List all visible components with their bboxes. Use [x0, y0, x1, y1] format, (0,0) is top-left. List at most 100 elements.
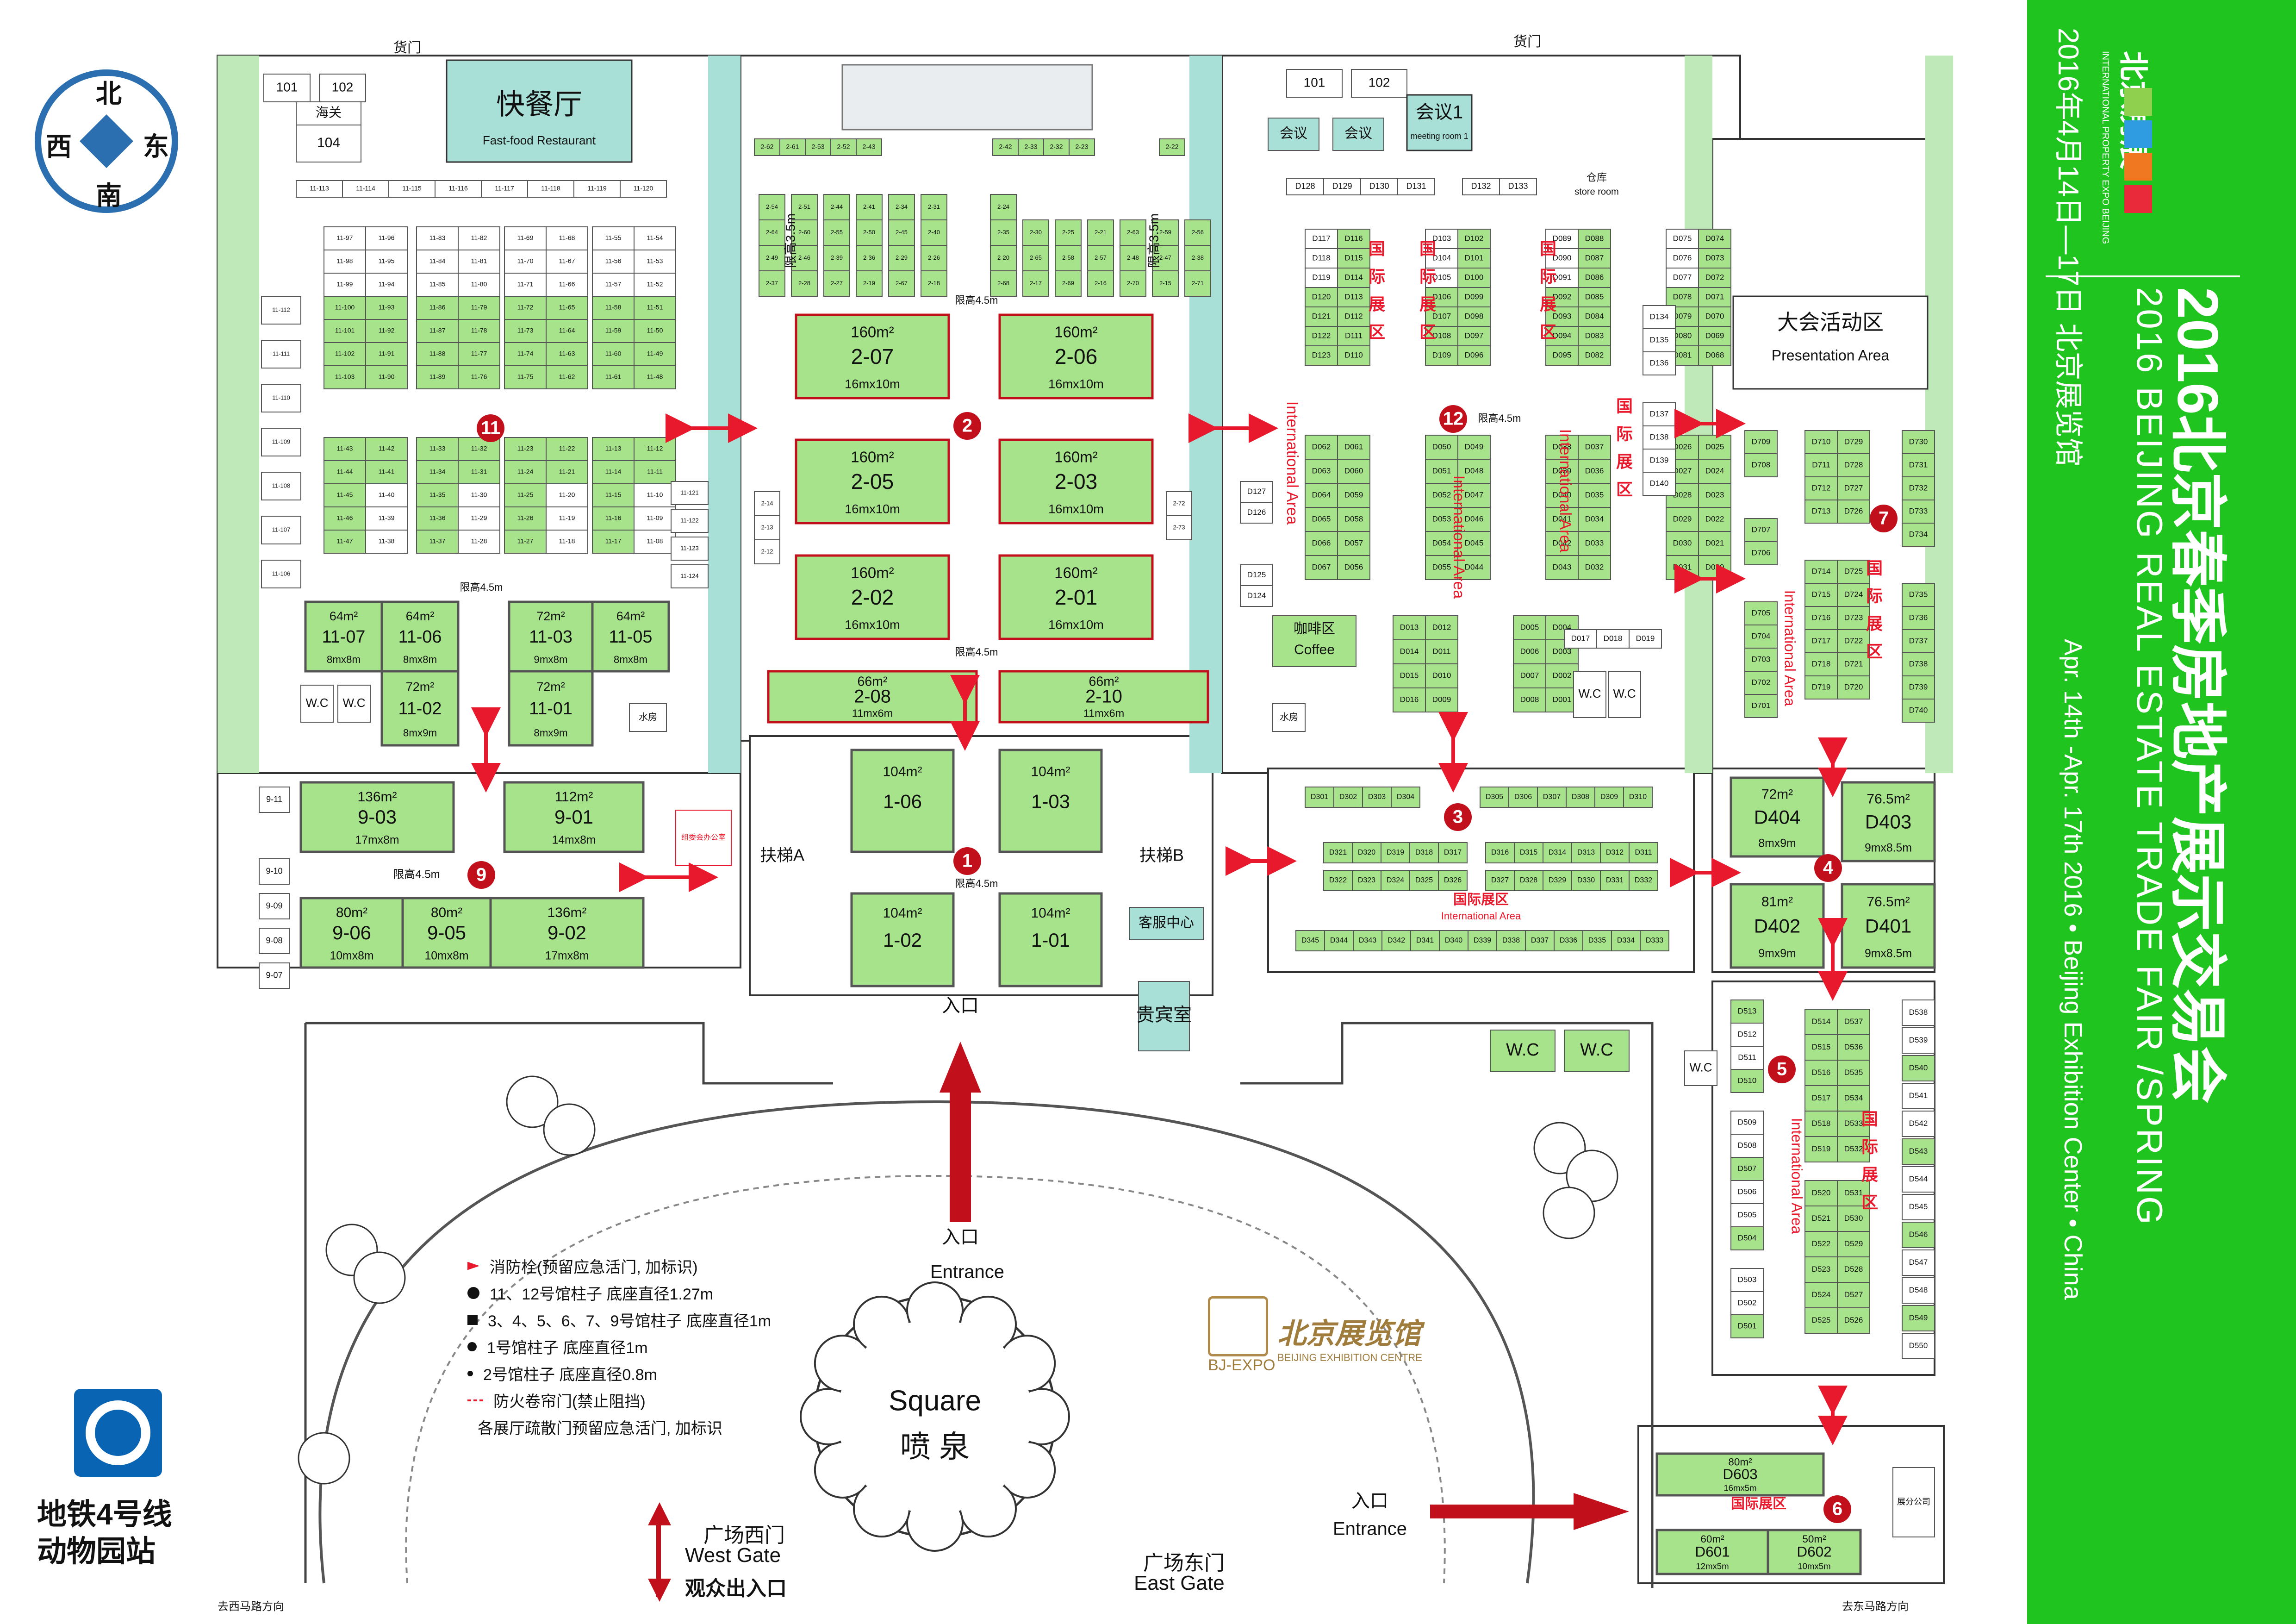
booth-label: 2-22 — [1165, 143, 1178, 150]
booth — [1166, 515, 1192, 540]
booth — [365, 273, 408, 297]
booth-label: 2-38 — [1192, 254, 1204, 261]
booth-D602 — [1767, 1529, 1862, 1575]
booth — [1902, 1138, 1935, 1165]
booth — [1337, 326, 1370, 346]
booth — [1055, 219, 1082, 246]
plaza-arc-inner — [405, 1174, 1446, 1584]
booth-label: D089 — [1553, 234, 1572, 243]
booth-label: 11-47 — [337, 537, 353, 545]
booth-label: D719 — [1812, 682, 1831, 691]
booth — [1902, 999, 1935, 1026]
booth-label: 11-122 — [680, 517, 699, 524]
booth-label: 2-33 — [1024, 143, 1037, 150]
booth-label: 11-124 — [680, 572, 699, 579]
logo-icon-4 — [2124, 185, 2152, 213]
booth-label: D541 — [1909, 1091, 1928, 1100]
booth-label: D028 — [1673, 490, 1692, 499]
booth-label: D705 — [1752, 608, 1771, 617]
booth-label: D016 — [1400, 695, 1419, 704]
booth-label: D514 — [1812, 1017, 1831, 1026]
booth-label: D125 — [1247, 570, 1266, 579]
booth — [1902, 652, 1935, 676]
booth — [1902, 1055, 1935, 1081]
booth — [1804, 1206, 1838, 1232]
booth-label: D306 — [1514, 793, 1532, 801]
booth — [1744, 601, 1778, 625]
booth-label: 11-76 — [471, 373, 487, 381]
booth — [261, 340, 301, 369]
booth — [458, 226, 500, 250]
legend-marker-big-icon — [467, 1287, 479, 1299]
booth-label: D501 — [1738, 1321, 1757, 1330]
booth — [1397, 178, 1435, 195]
booth-label: D509 — [1738, 1118, 1757, 1126]
booth — [990, 270, 1017, 297]
booth-label: 11-97 — [337, 234, 353, 242]
height-limit: 限高4.5m — [460, 581, 503, 593]
booth-label: 2-48 — [1127, 254, 1139, 261]
booth-label: 11-90 — [379, 373, 395, 381]
booth-label: D536 — [1844, 1043, 1863, 1051]
booth-dim: 9mx8.5m — [1865, 948, 1912, 960]
booth — [1462, 178, 1500, 195]
booth-label: 11-61 — [605, 373, 622, 381]
booth — [324, 319, 366, 343]
booth-label: 11-09 — [647, 514, 663, 522]
booth — [1457, 268, 1491, 288]
booth-label: D052 — [1432, 490, 1451, 499]
booth-id: D403 — [1865, 811, 1911, 832]
booth — [671, 509, 709, 533]
booth-label: 11-101 — [335, 327, 355, 334]
east-gate-cn: 广场东门 — [1143, 1552, 1225, 1574]
intl-area-cn: 展 — [1419, 295, 1436, 314]
booth-label: D098 — [1465, 312, 1484, 320]
booth — [1087, 219, 1114, 246]
booth-label: 2-28 — [798, 280, 810, 287]
intl-area-cn: 展 — [1616, 452, 1633, 471]
booth — [1698, 268, 1731, 288]
booth — [1837, 430, 1870, 454]
booth-label: D124 — [1247, 591, 1266, 600]
booth-label: 102 — [1369, 75, 1390, 89]
booth-label: D077 — [1673, 273, 1692, 281]
booth — [1744, 430, 1778, 454]
booth — [1902, 699, 1935, 723]
booth-label: 11-123 — [680, 544, 699, 551]
intl-area-cn: 国 — [1861, 1110, 1878, 1129]
booth — [1043, 138, 1070, 156]
booth-label: D063 — [1312, 466, 1331, 475]
booth-label: D701 — [1752, 701, 1771, 710]
legend-text: 3、4、5、6、7、9号馆柱子 底座直径1m — [488, 1312, 772, 1330]
logo-icon-2 — [2124, 120, 2152, 148]
booth-label: D528 — [1844, 1265, 1863, 1274]
booth-D401 — [1841, 883, 1936, 969]
booth-label: 2-37 — [766, 280, 778, 287]
booth-label: D340 — [1445, 937, 1462, 944]
booth-label: W.C — [305, 696, 328, 710]
booth-label: D343 — [1359, 937, 1376, 944]
booth-label: 11-62 — [559, 373, 575, 381]
booth-label: D075 — [1673, 234, 1692, 243]
booth — [1730, 999, 1764, 1024]
booth — [1730, 1314, 1764, 1338]
booth — [1425, 687, 1458, 712]
booth-label: D021 — [1705, 538, 1724, 547]
booth-label: 11-46 — [337, 514, 353, 522]
booth — [1600, 870, 1630, 891]
booth-label: D102 — [1465, 234, 1484, 243]
logo-sub: INTERNATIONAL PROPERTY EXPO BEIJING — [2100, 51, 2110, 244]
booth-label: 11-116 — [448, 185, 468, 192]
legend-text: 防火卷帘门(禁止阻挡) — [493, 1393, 646, 1411]
booth — [823, 219, 850, 246]
booth-label: 11-49 — [647, 350, 663, 357]
booth — [504, 342, 547, 366]
booth-label: D544 — [1909, 1174, 1928, 1183]
booth-label: D709 — [1752, 437, 1771, 446]
booth-label: D724 — [1844, 590, 1863, 599]
wc — [337, 685, 371, 723]
booth-label: D080 — [1673, 331, 1692, 340]
booth-label: 11-106 — [272, 570, 291, 577]
booth — [1240, 585, 1273, 607]
bjexpo-en: BJ-EXPO — [1208, 1356, 1276, 1374]
